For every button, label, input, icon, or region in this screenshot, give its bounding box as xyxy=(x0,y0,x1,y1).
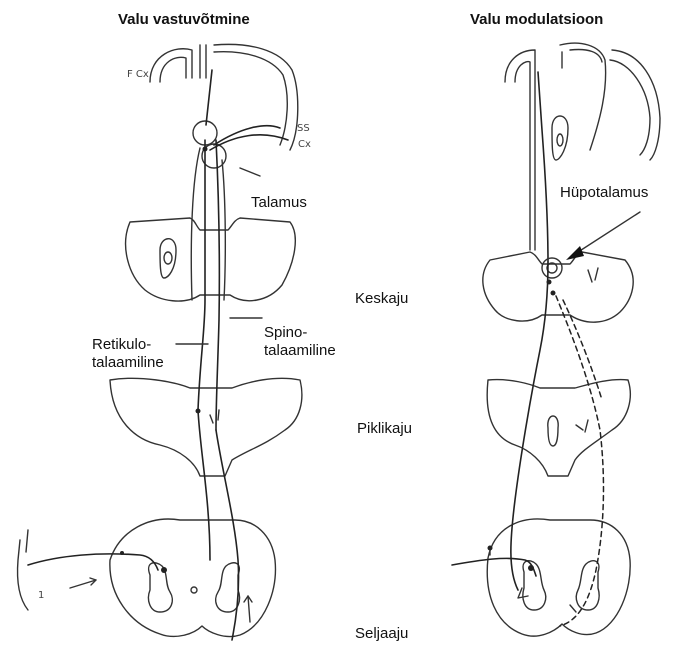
label-retikulo-line1: Retikulo- xyxy=(92,336,164,354)
right-pathways xyxy=(452,262,603,626)
label-spino-line1: Spino- xyxy=(264,324,336,342)
label-retikulo-line2: talaamiline xyxy=(92,354,164,372)
label-keskaju: Keskaju xyxy=(355,290,408,308)
left-spinal-cord xyxy=(110,519,276,637)
left-medulla xyxy=(110,378,302,476)
right-midbrain xyxy=(483,252,633,322)
label-seljaaju: Seljaaju xyxy=(355,625,408,643)
label-piklikaju: Piklikaju xyxy=(357,420,412,438)
label-talamus: Talamus xyxy=(251,194,307,212)
right-hypothalamus xyxy=(538,72,568,262)
label-cx: Cx xyxy=(298,139,311,150)
left-pathways xyxy=(17,140,252,640)
right-spinal-cord xyxy=(487,519,630,636)
right-cortex xyxy=(505,43,660,250)
label-hupotalamus: Hüpotalamus xyxy=(560,184,648,202)
label-retikulo: Retikulo- talaamiline xyxy=(92,336,164,372)
right-medulla xyxy=(487,380,630,476)
hypothalamus-arrow xyxy=(566,212,640,260)
label-one: 1 xyxy=(38,590,44,601)
label-spino: Spino- talaamiline xyxy=(264,324,336,360)
left-cortex xyxy=(150,44,298,150)
left-midbrain xyxy=(126,218,296,301)
label-f-cx: F Cx xyxy=(127,69,149,80)
label-ss: SS xyxy=(297,123,310,134)
label-spino-line2: talaamiline xyxy=(264,342,336,360)
